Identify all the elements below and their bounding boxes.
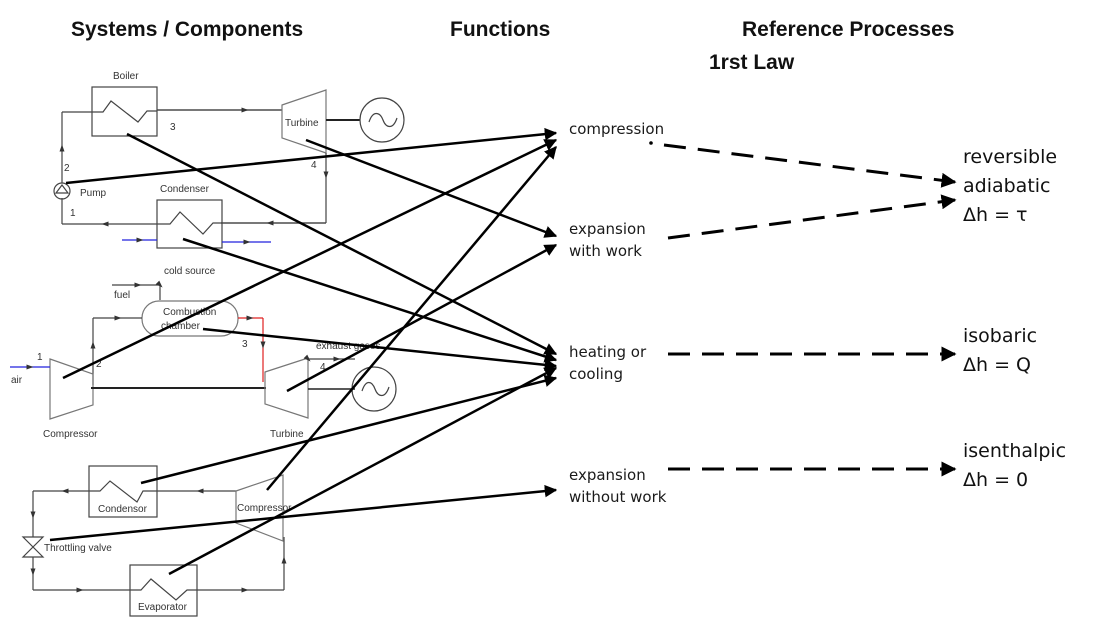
process-reversible-adiabatic: reversible adiabatic Δh = τ <box>963 146 1058 226</box>
arrow-condenser-heating <box>182 237 558 363</box>
process-isenthalpic: isenthalpic Δh = 0 <box>963 440 1067 491</box>
header-law: 1rst Law <box>709 51 795 74</box>
boiler-coil-icon <box>92 100 157 123</box>
label-fuel: fuel <box>114 290 130 301</box>
refrigeration-cycle <box>21 465 287 617</box>
refrigeration-compressor <box>235 474 284 542</box>
arrow-steam-turbine-expansion <box>305 138 558 238</box>
generator-icon <box>359 97 405 143</box>
gas-generator-icon <box>351 366 397 412</box>
label-condensor: Condensor <box>98 504 148 515</box>
refrigeration-labels: Condensor Compressor Throttling valve Ev… <box>44 503 292 613</box>
steam-cycle-labels: Boiler Turbine Pump Condenser cold sourc… <box>64 71 319 277</box>
label-air: air <box>11 375 23 386</box>
arrow-gas-compressor-compression <box>62 138 558 380</box>
function-expansion-with-work: expansion with work <box>569 220 646 260</box>
arrow-refrig-compressor-compression <box>266 146 557 491</box>
label-gas-turbine: Turbine <box>270 429 304 440</box>
process-isobaric: isobaric Δh = Q <box>963 325 1038 376</box>
header-reference: Reference Processes <box>742 18 955 41</box>
label-gt-point-2: 2 <box>96 359 102 370</box>
gas-turbine <box>264 357 309 419</box>
label-exhaust: exhaust gases <box>316 341 381 352</box>
label-evaporator: Evaporator <box>138 602 188 613</box>
label-point-3: 3 <box>170 122 176 133</box>
arrow-combustion-heating <box>202 327 558 372</box>
label-combustion-2: chamber <box>161 321 201 332</box>
evaporator-coil-icon <box>130 578 197 601</box>
label-boiler: Boiler <box>113 71 139 82</box>
header-functions: Functions <box>450 18 551 41</box>
condensor-coil-icon <box>89 480 157 503</box>
label-point-4: 4 <box>311 160 317 171</box>
label-point-1: 1 <box>70 208 76 219</box>
header-systems: Systems / Components <box>71 18 304 41</box>
label-gt-point-4: 4 <box>320 362 326 373</box>
label-gas-compressor: Compressor <box>43 429 98 440</box>
label-combustion-1: Combustion <box>163 307 216 318</box>
gas-turbine-cycle <box>10 280 397 420</box>
arrow-condensor-heating <box>140 374 558 485</box>
steam-cycle <box>53 86 405 249</box>
arrow-evaporator-heating <box>168 366 558 576</box>
label-point-2: 2 <box>64 163 70 174</box>
gas-turbine-labels: fuel Combustion chamber exhaust gases ai… <box>11 290 381 440</box>
arrow-pump-compression <box>65 127 558 185</box>
arrow-gas-turbine-expansion <box>286 243 558 393</box>
dashed-arrow-compression-adiabatic <box>663 143 957 188</box>
label-pump: Pump <box>80 188 107 199</box>
mapping-arrows <box>49 127 558 576</box>
process-arrows <box>649 141 957 477</box>
label-cold-source: cold source <box>164 266 216 277</box>
label-gt-point-1: 1 <box>37 352 43 363</box>
condenser-coil-icon <box>157 211 222 235</box>
function-heating-cooling: heating or cooling <box>569 343 647 383</box>
label-condenser: Condenser <box>160 184 210 195</box>
throttling-valve-icon <box>21 536 45 558</box>
dashed-arrow-expansion-adiabatic <box>667 194 957 240</box>
arrow-valve-expansion-without-work <box>49 484 558 542</box>
function-expansion-without-work: expansion without work <box>569 466 667 506</box>
gas-compressor <box>49 358 94 420</box>
function-compression: compression <box>569 120 665 138</box>
label-throttling-valve: Throttling valve <box>44 543 112 554</box>
label-refrigeration-compressor: Compressor <box>237 503 292 514</box>
label-gt-point-3: 3 <box>242 339 248 350</box>
label-steam-turbine: Turbine <box>285 118 319 129</box>
